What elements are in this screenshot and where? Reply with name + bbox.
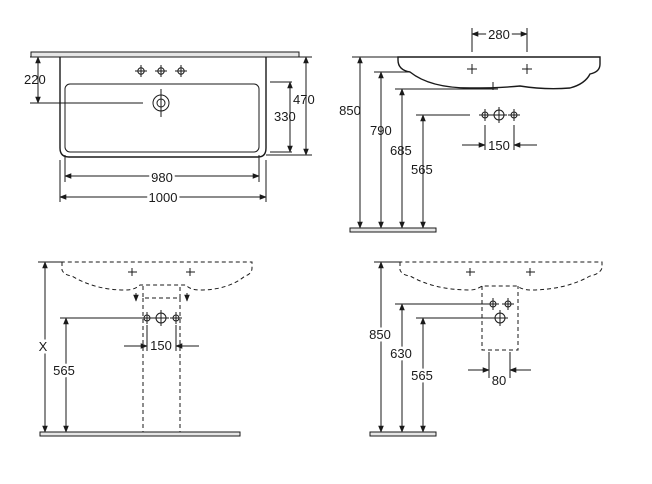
basin-bowl xyxy=(64,83,260,153)
side-view: 280 850 790 685 565 150 xyxy=(339,25,601,233)
top-view: 220 470 330 980 1000 xyxy=(24,51,315,208)
dim-850-label: 850 xyxy=(339,103,361,118)
pedestal-tap-marks xyxy=(128,268,195,276)
semi-pedestal-basin-outline xyxy=(399,261,603,291)
dim-330-label: 330 xyxy=(274,109,296,124)
semi-pedestal-tap-marks xyxy=(466,268,535,276)
pedestal-floor xyxy=(39,431,241,437)
side-connection-holes xyxy=(479,107,520,123)
side-tap-marks xyxy=(467,64,532,90)
pedestal-connection-holes xyxy=(141,310,182,326)
tap-holes xyxy=(135,65,187,77)
side-floor xyxy=(349,227,437,233)
pedestal-view: X 565 150 xyxy=(36,261,253,437)
wall-strip xyxy=(30,51,300,58)
dim-280-label: 280 xyxy=(488,27,510,42)
dim-1000-label: 1000 xyxy=(149,190,178,205)
dim-685-label: 685 xyxy=(390,143,412,158)
semi-pedestal-view: 850 630 565 80 xyxy=(367,261,603,437)
basin-outline xyxy=(59,57,267,158)
dim-220-label: 220 xyxy=(24,72,46,87)
dim-150-label: 150 xyxy=(150,338,172,353)
semi-pedestal-holes xyxy=(487,298,514,326)
dim-630-label: 630 xyxy=(390,346,412,361)
dim-150-label: 150 xyxy=(488,138,510,153)
dim-565-label: 565 xyxy=(411,368,433,383)
pedestal-column xyxy=(142,286,181,432)
pedestal-basin-outline xyxy=(61,261,253,291)
semi-pedestal-floor xyxy=(369,431,437,437)
dim-x-label: X xyxy=(39,339,48,354)
basin-profile xyxy=(397,56,601,90)
dim-80-label: 80 xyxy=(492,373,506,388)
dim-470-label: 470 xyxy=(293,92,315,107)
dim-565-label: 565 xyxy=(53,363,75,378)
dim-565-label: 565 xyxy=(411,162,433,177)
dim-980-label: 980 xyxy=(151,170,173,185)
dim-850-label: 850 xyxy=(369,327,391,342)
dim-790-label: 790 xyxy=(370,123,392,138)
